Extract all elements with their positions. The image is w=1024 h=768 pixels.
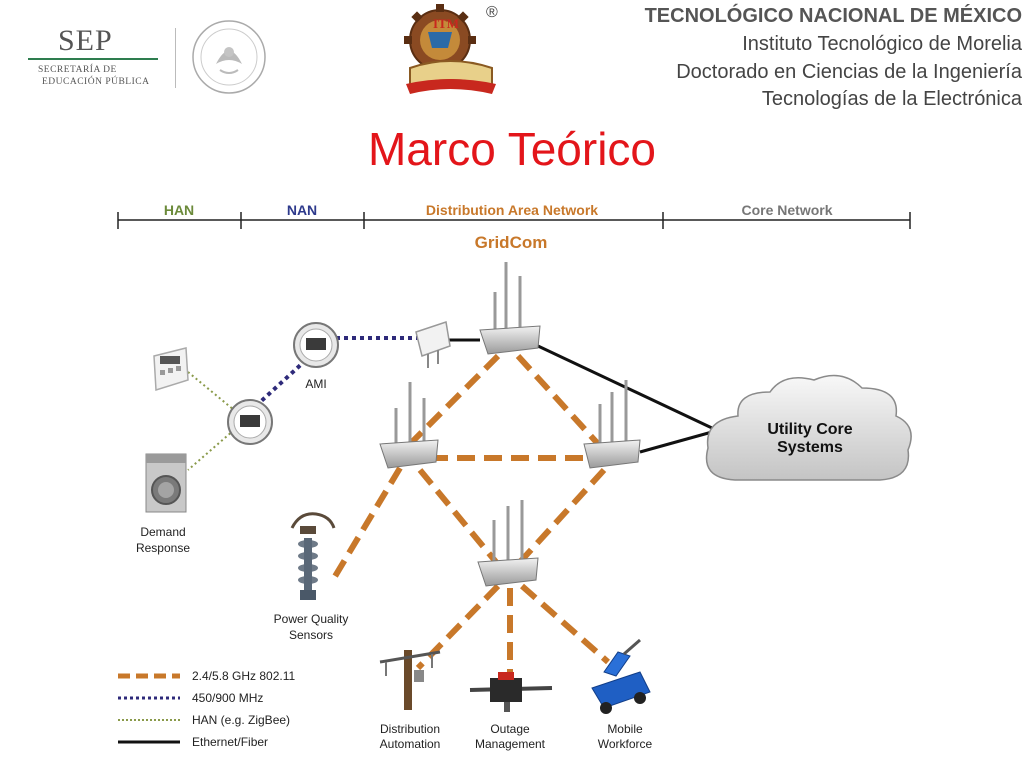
outage-management-icon bbox=[469, 672, 553, 712]
segment-label-distribution: Distribution Area Network bbox=[426, 202, 598, 218]
mobile-label-line2: Workforce bbox=[598, 737, 653, 751]
institution-name: TECNOLÓGICO NACIONAL DE MÉXICO bbox=[644, 5, 1022, 27]
demand-response-label-line2: Response bbox=[136, 541, 190, 555]
registered-mark: ® bbox=[486, 4, 498, 21]
access-point-right bbox=[583, 380, 641, 469]
slide-title: Marco Teórico bbox=[367, 123, 657, 175]
institute-name: Instituto Tecnológico de Morelia bbox=[742, 33, 1022, 55]
cloud-label-line2: Systems bbox=[777, 439, 843, 456]
cloud-label-line1: Utility Core bbox=[767, 421, 852, 438]
network-segment-bar bbox=[117, 212, 911, 229]
sep-subtitle-line2: EDUCACIÓN PÚBLICA bbox=[42, 77, 150, 87]
ami-meter-icon bbox=[293, 322, 339, 368]
gridcom-label: GridCom bbox=[475, 233, 548, 252]
power-quality-label-line2: Sensors bbox=[289, 628, 333, 642]
specialty-name: Tecnologías de la Electrónica bbox=[761, 88, 1022, 110]
plug-adapter-icon bbox=[415, 321, 451, 368]
ethernet-fiber-links bbox=[448, 338, 713, 454]
itm-logo-icon: ITM bbox=[404, 4, 496, 94]
power-quality-sensor-icon bbox=[290, 512, 336, 600]
legend-label-wifi: 2.4/5.8 GHz 802.11 bbox=[192, 669, 296, 683]
ami-label: AMI bbox=[305, 377, 326, 391]
mobile-label-line1: Mobile bbox=[607, 722, 643, 736]
sep-logo-text: SEP bbox=[58, 24, 113, 57]
distribution-pole-icon bbox=[379, 650, 441, 710]
demand-response-label-line1: Demand bbox=[140, 525, 185, 539]
han-meter-icon bbox=[227, 399, 273, 445]
segment-label-han: HAN bbox=[164, 202, 194, 218]
legend-label-han: HAN (e.g. ZigBee) bbox=[192, 713, 290, 727]
radio-450-900-links bbox=[256, 336, 420, 406]
distribution-label-line2: Automation bbox=[380, 737, 441, 751]
han-zigbee-links bbox=[187, 371, 235, 471]
distribution-label-line1: Distribution bbox=[380, 722, 440, 736]
access-point-top bbox=[479, 262, 541, 355]
segment-label-nan: NAN bbox=[287, 202, 317, 218]
access-point-left bbox=[379, 382, 439, 469]
access-point-bottom bbox=[477, 500, 539, 587]
outage-label-line2: Management bbox=[475, 737, 546, 751]
legend-label-ethernet: Ethernet/Fiber bbox=[192, 735, 268, 749]
wifi-mesh-links bbox=[331, 353, 610, 672]
segment-label-core: Core Network bbox=[741, 202, 832, 218]
power-quality-label-line1: Power Quality bbox=[274, 612, 349, 626]
washing-machine-icon bbox=[145, 453, 187, 513]
sep-subtitle-line1: SECRETARÍA DE bbox=[38, 65, 117, 75]
sep-logo-underline bbox=[28, 58, 158, 60]
program-name: Doctorado en Ciencias de la Ingeniería bbox=[676, 61, 1022, 83]
utility-truck-icon bbox=[591, 638, 651, 714]
logo-divider bbox=[175, 28, 176, 88]
mexico-seal-icon bbox=[192, 20, 266, 94]
utility-core-cloud bbox=[705, 374, 912, 481]
outage-label-line1: Outage bbox=[490, 722, 530, 736]
thermostat-panel-icon bbox=[153, 347, 189, 392]
legend-label-radio: 450/900 MHz bbox=[192, 691, 263, 705]
svg-text:ITM: ITM bbox=[433, 16, 459, 31]
legend bbox=[118, 673, 180, 744]
